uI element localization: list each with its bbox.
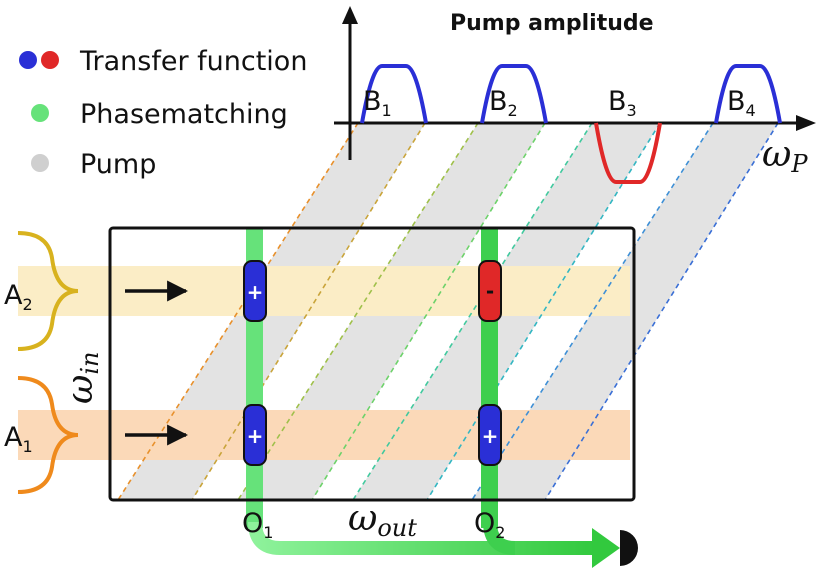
pump-band-b2-shape xyxy=(480,64,548,124)
pm-line-4 xyxy=(311,122,546,501)
input-band-a1 xyxy=(18,410,630,460)
coupling-a2-o2: - xyxy=(478,260,502,322)
legend-transfer-function: Transfer function xyxy=(79,46,307,77)
sign-a1-o1: + xyxy=(247,424,264,448)
band-label-b1: B1 xyxy=(363,86,392,120)
legend-dot-gray xyxy=(31,154,49,172)
input-axis-label: ωin xyxy=(60,352,104,405)
legend: Transfer function Phasematching Pump xyxy=(19,46,307,180)
coupling-a1-o1: + xyxy=(243,404,267,466)
output-arrowhead xyxy=(592,528,620,568)
pm-line-7 xyxy=(471,122,714,501)
sign-a1-o2: + xyxy=(482,424,499,448)
coupling-a2-o1: + xyxy=(243,260,267,322)
pm-line-6 xyxy=(426,122,661,501)
pump-band-b1-shape xyxy=(360,64,428,124)
output-arrow-path xyxy=(248,521,595,555)
conversion-box xyxy=(108,226,636,502)
legend-phasematching: Phasematching xyxy=(80,99,288,130)
sign-a2-o2: - xyxy=(486,279,494,303)
pump-band-b4-shape xyxy=(714,64,782,124)
pump-horizontal-axis-arrow xyxy=(796,115,816,131)
input-label-a1: A1 xyxy=(4,422,33,456)
pm-line-3 xyxy=(237,122,479,501)
legend-pump: Pump xyxy=(80,149,156,180)
detector-icon xyxy=(620,530,638,566)
sign-a2-o1: + xyxy=(247,280,264,304)
pm-line-8 xyxy=(544,122,779,501)
pm-line-5 xyxy=(352,122,593,501)
pump-vertical-axis-arrow xyxy=(342,6,358,24)
output-label-o1: O1 xyxy=(242,508,273,542)
band-label-b4: B4 xyxy=(727,86,756,120)
input-mode-a2-shape xyxy=(17,231,79,351)
output-axis-label: ωout xyxy=(348,498,417,542)
legend-dot-blue xyxy=(19,51,37,69)
output-label-o2: O2 xyxy=(474,508,505,542)
band-label-b3: B3 xyxy=(608,86,637,120)
pump-axis-label: ωP xyxy=(762,134,808,178)
legend-dot-green xyxy=(31,104,49,122)
input-mode-a1-shape xyxy=(17,376,79,494)
pump-band-b3-shape xyxy=(594,122,662,184)
coupling-a1-o2: + xyxy=(478,404,502,466)
band-label-b2: B2 xyxy=(489,86,518,120)
pump-title: Pump amplitude xyxy=(450,11,654,36)
pm-line-2 xyxy=(191,122,426,501)
pm-line-1 xyxy=(117,122,359,501)
legend-dot-red xyxy=(41,51,59,69)
input-band-a2 xyxy=(18,266,630,316)
output-arrow-branch xyxy=(483,521,516,555)
phasematching-lines xyxy=(117,122,779,501)
input-label-a2: A2 xyxy=(4,280,33,314)
